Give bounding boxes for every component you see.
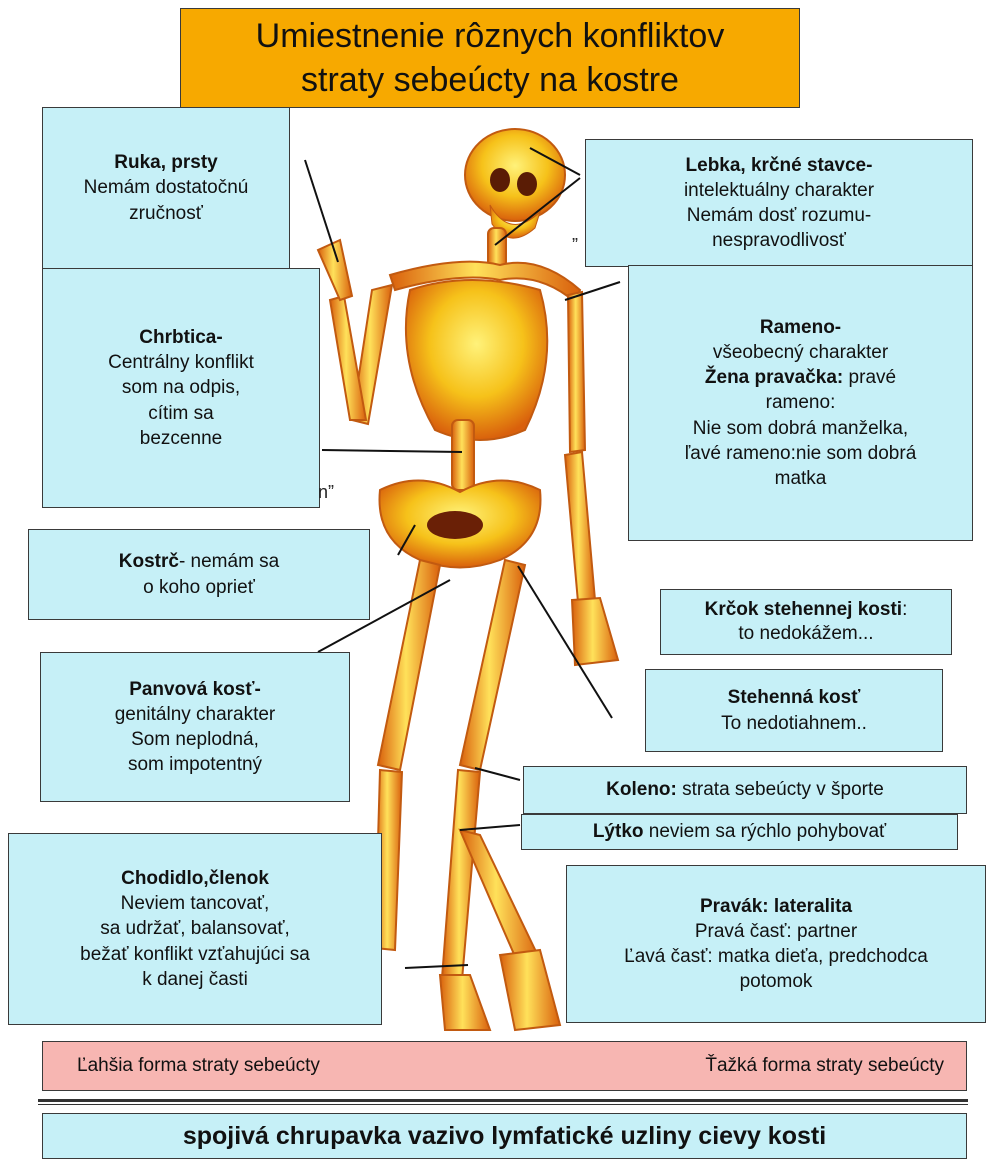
knee-heading: Koleno: bbox=[606, 779, 677, 800]
spine-line-2: som na odpis, bbox=[122, 375, 240, 400]
skull-line-3: nespravodlivosť bbox=[712, 228, 846, 253]
knee-line: Koleno: strata sebeúcty v športe bbox=[606, 777, 884, 802]
coccyx-line-2: o koho oprieť bbox=[143, 575, 255, 600]
spine-heading: Chrbtica- bbox=[139, 325, 222, 350]
calf-line: Lýtko neviem sa rýchlo pohybovať bbox=[593, 819, 886, 844]
skull-box: Lebka, krčné stavce- intelektuálny chara… bbox=[585, 139, 973, 267]
knee-rest: strata sebeúcty v športe bbox=[677, 779, 884, 800]
femur-neck-rest: : bbox=[902, 599, 907, 620]
pelvis-line-3: som impotentný bbox=[128, 752, 262, 777]
handedness-heading: Pravák: lateralita bbox=[700, 894, 852, 919]
shoulder-heading: Rameno- bbox=[760, 315, 841, 340]
right-hand-bone bbox=[572, 598, 618, 665]
coccyx-box: Kostrč- nemám sa o koho oprieť bbox=[28, 529, 370, 620]
calf-heading: Lýtko bbox=[593, 821, 644, 842]
tissue-bar: spojivá chrupavka vazivo lymfatické uzli… bbox=[42, 1113, 967, 1159]
foot-line-1: Neviem tancovať, bbox=[121, 891, 270, 916]
coccyx-heading: Kostrč bbox=[119, 551, 179, 572]
femur-line-1: To nedotiahnem.. bbox=[721, 711, 867, 736]
diagram-title: Umiestnenie rôznych konfliktov straty se… bbox=[180, 8, 800, 108]
right-tibia-bone bbox=[442, 770, 480, 980]
shoulder-line-6: matka bbox=[775, 466, 827, 491]
pelvis-line-1: genitálny charakter bbox=[115, 702, 276, 727]
foot-line-3: bežať konflikt vzťahujúci sa bbox=[80, 942, 310, 967]
pelvis-heading: Panvová kosť- bbox=[129, 677, 261, 702]
foot-box: Chodidlo,členok Neviem tancovať, sa udrž… bbox=[8, 833, 382, 1025]
title-line-2: straty sebeúcty na kostre bbox=[181, 58, 799, 102]
handedness-line-2: Ľavá časť: matka dieťa, predchodca bbox=[624, 944, 928, 969]
right-forearm-bone bbox=[565, 452, 595, 602]
hand-heading: Ruka, prsty bbox=[114, 150, 217, 175]
spine-box: Chrbtica- Centrálny konflikt som na odpi… bbox=[42, 268, 320, 508]
crossed-leg-bone bbox=[460, 830, 540, 968]
femur-neck-line-2: to nedokážem... bbox=[738, 622, 873, 646]
skull-heading: Lebka, krčné stavce- bbox=[686, 153, 873, 178]
femur-neck-box: Krčok stehennej kosti: to nedokážem... bbox=[660, 589, 952, 655]
spine-line-1: Centrálny konflikt bbox=[108, 350, 254, 375]
coccyx-rest: - nemám sa bbox=[179, 551, 279, 572]
shoulder-box: Rameno- všeobecný charakter Žena pravačk… bbox=[628, 265, 973, 541]
legend-severe: Ťažká forma straty sebeúcty bbox=[705, 1055, 944, 1077]
separator-line-thin bbox=[38, 1104, 968, 1105]
shoulder-line-5: ľavé rameno:nie som dobrá bbox=[685, 441, 917, 466]
shoulder-line-1: všeobecný charakter bbox=[713, 340, 888, 365]
femur-neck-heading: Krčok stehennej kosti bbox=[705, 599, 902, 620]
ribcage-bone bbox=[406, 280, 547, 440]
shoulder-line-2-rest: pravé bbox=[843, 367, 896, 388]
shoulder-line-2: Žena pravačka: pravé bbox=[705, 365, 896, 390]
foot-line-2: sa udržať, balansovať, bbox=[100, 916, 290, 941]
knee-box: Koleno: strata sebeúcty v športe bbox=[523, 766, 967, 814]
shoulder-line-4: Nie som dobrá manželka, bbox=[693, 416, 908, 441]
right-foot-bone bbox=[500, 950, 560, 1030]
spine-line-3: cítim sa bbox=[148, 401, 213, 426]
left-foot-bone bbox=[440, 975, 490, 1030]
spine-bone bbox=[452, 420, 474, 490]
calf-rest: neviem sa rýchlo pohybovať bbox=[644, 821, 887, 842]
femur-neck-line-1: Krčok stehennej kosti: bbox=[705, 598, 908, 622]
skull-line-2: Nemám dosť rozumu- bbox=[687, 203, 872, 228]
foot-heading: Chodidlo,členok bbox=[121, 866, 269, 891]
title-line-1: Umiestnenie rôznych konfliktov bbox=[181, 14, 799, 58]
hand-line-2: zručnosť bbox=[129, 201, 203, 226]
femur-heading: Stehenná kosť bbox=[728, 685, 861, 710]
shoulder-line-2-bold: Žena pravačka: bbox=[705, 367, 843, 388]
pelvis-box: Panvová kosť- genitálny charakter Som ne… bbox=[40, 652, 350, 802]
femur-box: Stehenná kosť To nedotiahnem.. bbox=[645, 669, 943, 752]
handedness-box: Pravák: lateralita Pravá časť: partner Ľ… bbox=[566, 865, 986, 1023]
legend-light: Ľahšia forma straty sebeúcty bbox=[77, 1055, 320, 1077]
handedness-line-1: Pravá časť: partner bbox=[695, 919, 857, 944]
right-upper-arm-bone bbox=[568, 292, 585, 452]
quote-fragment-1: ” bbox=[572, 235, 578, 256]
spine-line-4: bezcenne bbox=[140, 426, 222, 451]
quote-fragment-2: n” bbox=[318, 482, 334, 503]
calf-box: Lýtko neviem sa rýchlo pohybovať bbox=[521, 814, 958, 850]
skull-bone bbox=[465, 129, 565, 238]
left-hand-bone bbox=[318, 240, 352, 300]
coccyx-line-1: Kostrč- nemám sa bbox=[119, 549, 280, 574]
right-femur-bone bbox=[460, 560, 525, 770]
shoulder-line-3: rameno: bbox=[766, 390, 836, 415]
tissue-bar-text: spojivá chrupavka vazivo lymfatické uzli… bbox=[183, 1122, 826, 1151]
pelvis-line-2: Som neplodná, bbox=[131, 727, 259, 752]
foot-line-4: k danej časti bbox=[142, 967, 248, 992]
skull-line-1: intelektuálny charakter bbox=[684, 178, 874, 203]
separator-line bbox=[38, 1099, 968, 1102]
hand-box: Ruka, prsty Nemám dostatočnú zručnosť bbox=[42, 107, 290, 269]
handedness-line-3: potomok bbox=[740, 969, 813, 994]
neck-bone bbox=[488, 228, 506, 268]
hand-line-1: Nemám dostatočnú bbox=[84, 175, 249, 200]
severity-legend: Ľahšia forma straty sebeúcty Ťažká forma… bbox=[42, 1041, 967, 1091]
